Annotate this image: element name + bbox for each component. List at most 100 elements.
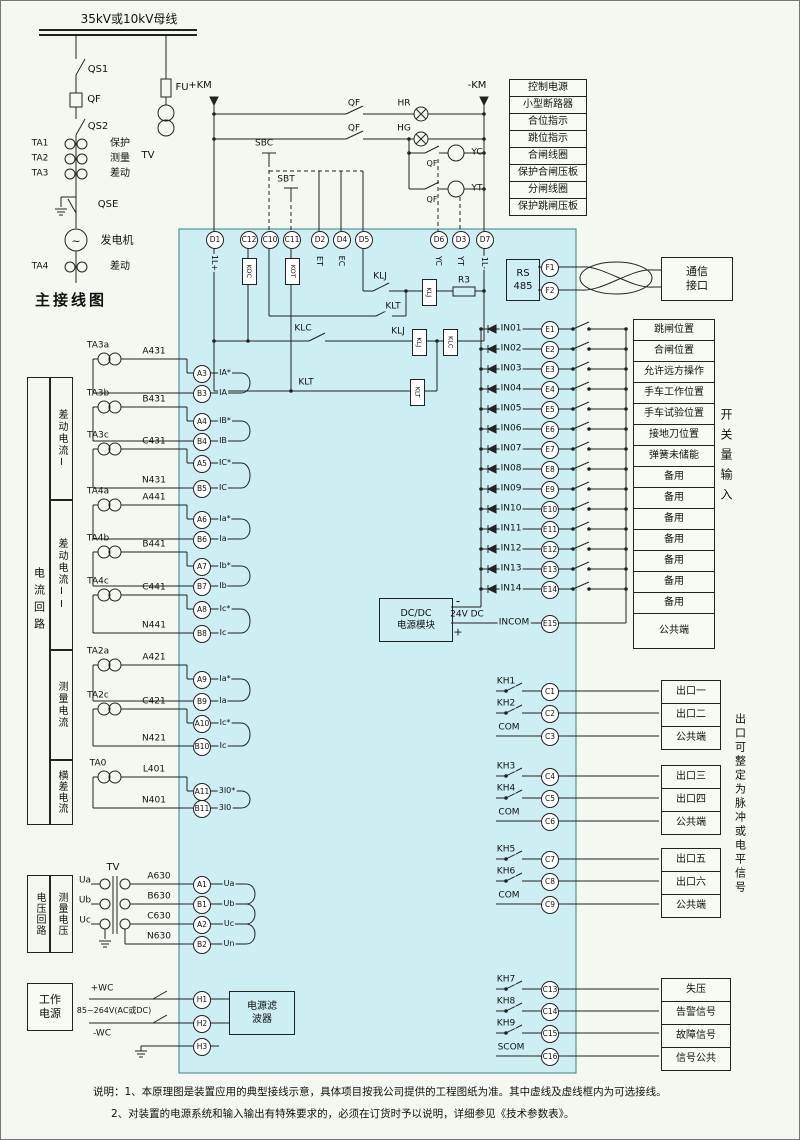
- terminal-A8: A8: [193, 601, 211, 619]
- label-IA: IA: [218, 388, 228, 397]
- label-Ia: Ia: [218, 534, 228, 543]
- terminal-C3: C3: [541, 728, 559, 746]
- label-HG: HG: [397, 123, 411, 134]
- terminal-H3: H3: [193, 1038, 211, 1056]
- label-QS2: QS2: [87, 121, 109, 132]
- label-Ia*: Ia*: [218, 674, 232, 683]
- cell-跳位指示: 跳位指示: [510, 130, 586, 147]
- terminal-H1: H1: [193, 991, 211, 1009]
- terminal-E1: E1: [541, 321, 559, 339]
- label-Ic: Ic: [218, 741, 228, 750]
- label-R3: R3: [457, 275, 471, 286]
- label-IN05: IN05: [499, 403, 523, 414]
- box-line: 工作: [39, 992, 61, 1006]
- terminal-E15: E15: [541, 615, 559, 633]
- label-TA2: TA2: [31, 153, 49, 164]
- box-工作电源: 工作电源: [27, 983, 73, 1031]
- label-IN02: IN02: [499, 343, 523, 354]
- label-IN07: IN07: [499, 443, 523, 454]
- terminal-B7: B7: [193, 578, 211, 596]
- cell-允许远方操作: 允许远方操作: [634, 361, 714, 382]
- terminal-B10: B10: [193, 738, 211, 756]
- label-Ia: Ia: [218, 696, 228, 705]
- terminal-A9: A9: [193, 671, 211, 689]
- label-+KM: +KM: [188, 80, 212, 91]
- terminal-C16: C16: [541, 1048, 559, 1066]
- label-C431: C431: [142, 436, 166, 447]
- terminal-A5: A5: [193, 455, 211, 473]
- label-IC*: IC*: [218, 458, 232, 467]
- label-85~264V(AC或DC): 85~264V(AC或DC): [76, 1006, 152, 1015]
- terminal-A6: A6: [193, 511, 211, 529]
- label-ET: ET: [315, 255, 324, 267]
- label-Ub: Ub: [222, 899, 236, 908]
- label-column-0: 控制电源小型断路器合位指示跳位指示合闸线圈保护合闸压板分闸线圈保护跳闸压板: [509, 79, 587, 216]
- cell-合闸位置: 合闸位置: [634, 340, 714, 361]
- terminal-B8: B8: [193, 625, 211, 643]
- label-C441: C441: [142, 582, 166, 593]
- terminal-D5: D5: [355, 231, 373, 249]
- label-Ua: Ua: [78, 875, 92, 886]
- relay-coil-KOT: KOT: [284, 257, 300, 285]
- label-IN04: IN04: [499, 383, 523, 394]
- terminal-B9: B9: [193, 693, 211, 711]
- label-KH4: KH4: [495, 783, 517, 794]
- cell-公共端: 公共端: [634, 613, 714, 648]
- label-Ua: Ua: [222, 879, 236, 888]
- box-line: 接口: [686, 279, 708, 292]
- cell-控制电源: 控制电源: [528, 82, 568, 93]
- terminal-E4: E4: [541, 381, 559, 399]
- terminal-D7: D7: [476, 231, 494, 249]
- terminal-A7: A7: [193, 558, 211, 576]
- cell-公共端: 公共端: [662, 894, 720, 917]
- label-1L-: 1L-: [480, 255, 489, 271]
- terminal-E13: E13: [541, 561, 559, 579]
- terminal-A2: A2: [193, 916, 211, 934]
- label-column-5: 失压告警信号故障信号信号公共: [661, 978, 731, 1071]
- cell-手车工作位置: 手车工作位置: [634, 382, 714, 403]
- terminal-E14: E14: [541, 581, 559, 599]
- label-KLJ: KLJ: [372, 271, 388, 282]
- label-TA3c: TA3c: [87, 430, 109, 441]
- label-TA1: TA1: [31, 138, 49, 149]
- label-N431: N431: [142, 475, 166, 486]
- cell-小型断路器: 小型断路器: [510, 96, 586, 113]
- label-L401: L401: [142, 764, 166, 775]
- terminal-E2: E2: [541, 341, 559, 359]
- label-TA3a: TA3a: [86, 340, 110, 351]
- label-TA4: TA4: [31, 261, 49, 272]
- label-KH2: KH2: [495, 698, 517, 709]
- box-line: 电源: [39, 1007, 61, 1020]
- terminal-B5: B5: [193, 480, 211, 498]
- box-line: 电源模块: [396, 620, 435, 631]
- label-Ic*: Ic*: [218, 718, 232, 727]
- label-差动: 差动: [110, 168, 130, 179]
- cell-分闸线圈: 分闸线圈: [510, 181, 586, 198]
- relay-coil-KLJ: KLJ: [421, 278, 437, 306]
- relay-coil-label: KLJ: [425, 287, 434, 297]
- label-TA3b: TA3b: [86, 388, 110, 399]
- label-N441: N441: [142, 620, 166, 631]
- label-IN08: IN08: [499, 463, 523, 474]
- terminal-D2: D2: [311, 231, 329, 249]
- relay-coil-label: KOT: [288, 264, 297, 278]
- label-column-1: 跳闸位置合闸位置允许远方操作手车工作位置手车试验位置接地刀位置弹簧未储能备用备用…: [633, 319, 715, 649]
- vlabel-电压回路: 电压回路: [27, 875, 51, 953]
- label-35kV或10kV母线: 35kV或10kV母线: [80, 12, 178, 26]
- cell-合闸线圈: 合闸线圈: [510, 147, 586, 164]
- label-TA4b: TA4b: [86, 533, 110, 544]
- label-TV: TV: [141, 150, 155, 161]
- label-QF: QF: [426, 195, 438, 204]
- terminal-A4: A4: [193, 413, 211, 431]
- terminal-B1: B1: [193, 896, 211, 914]
- terminal-D4: D4: [333, 231, 351, 249]
- vlabel-测量电流: 测量电流: [49, 649, 73, 761]
- label-IN03: IN03: [499, 363, 523, 374]
- terminal-C12: C12: [240, 231, 258, 249]
- label-B431: B431: [142, 394, 166, 405]
- label-A630: A630: [147, 871, 171, 882]
- vlabel-差动电流I: 差动电流I: [49, 377, 73, 501]
- label-KH8: KH8: [495, 996, 517, 1007]
- label-EC: EC: [337, 254, 346, 268]
